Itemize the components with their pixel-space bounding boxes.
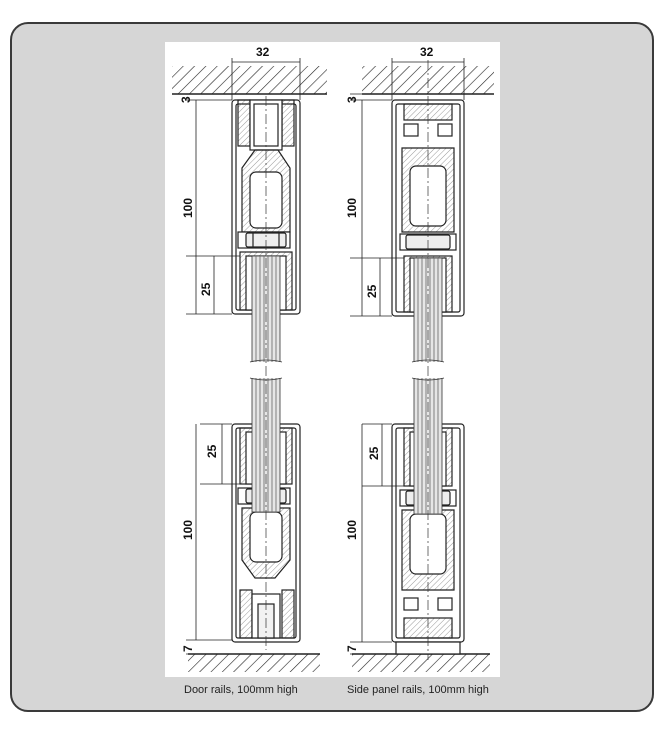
side-panel-rails-caption: Side panel rails, 100mm high <box>347 684 489 696</box>
door-dimension-lines <box>186 58 301 655</box>
door-bottom-gap-dimension: 7 <box>181 645 195 652</box>
side-bottom-height-dimension: 100 <box>345 520 359 540</box>
door-rails-caption: Door rails, 100mm high <box>184 684 298 696</box>
door-bottom-height-dimension: 100 <box>181 520 195 540</box>
door-top-gap-dimension: 3 <box>179 96 193 103</box>
door-top-height-dimension: 100 <box>181 198 195 218</box>
side-top-glass-dimension: 25 <box>365 284 379 298</box>
door-width-dimension: 32 <box>256 45 270 59</box>
side-dimension-lines <box>350 58 465 655</box>
ceiling-left <box>172 66 327 95</box>
side-bottom-glass-dimension: 25 <box>367 446 381 460</box>
door-top-glass-dimension: 25 <box>199 282 213 296</box>
door-bottom-glass-dimension: 25 <box>205 444 219 458</box>
side-top-gap-dimension: 3 <box>345 96 359 103</box>
side-top-height-dimension: 100 <box>345 198 359 218</box>
floor-left <box>188 653 320 672</box>
side-bottom-gap-dimension: 7 <box>345 645 359 652</box>
side-width-dimension: 32 <box>420 45 434 59</box>
floor-right <box>352 653 490 672</box>
